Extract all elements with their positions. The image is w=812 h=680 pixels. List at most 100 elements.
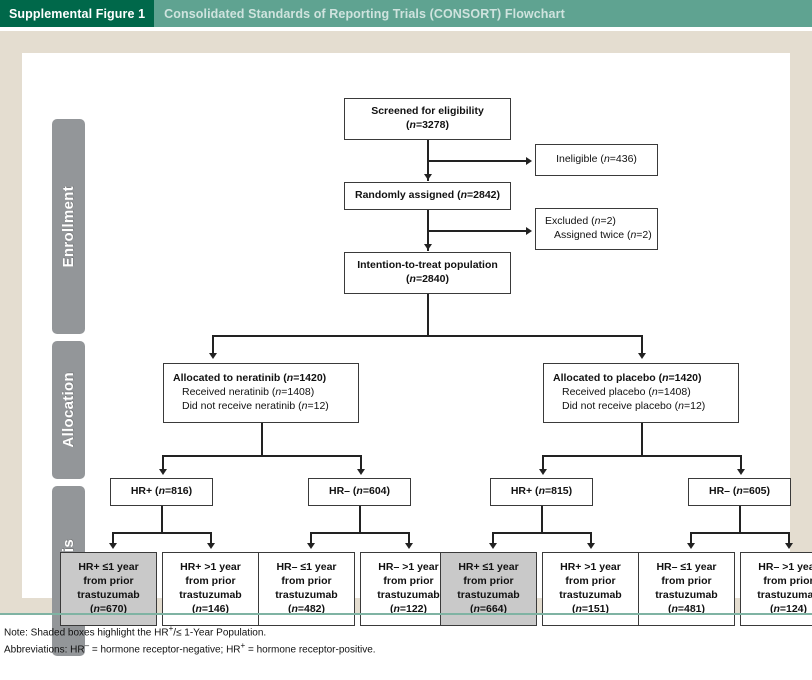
footnote-note: Note: Shaded boxes highlight the HR+/≤ 1…: [4, 623, 794, 640]
analysis-1-line4: (n=146): [191, 602, 230, 615]
connector-placebo-hrneg-drop: [740, 455, 742, 473]
figure-number-label: Supplemental Figure 1: [0, 0, 155, 27]
arrow-to-nhrpos-le1y-icon: [108, 543, 117, 549]
box-excluded: Excluded (n=2) Assigned twice (n=2): [535, 208, 658, 250]
connector-neratinib-hr-span: [162, 455, 361, 457]
connector-phrneg-left-drop: [690, 532, 692, 547]
box-allocated-placebo: Allocated to placebo (n=1420) Received p…: [543, 363, 739, 423]
analysis-1-line1: HR+ >1 year: [180, 561, 241, 574]
arrow-to-phrneg-le1y-icon: [686, 543, 695, 549]
arrow-to-neratinib-hrneg-icon: [356, 469, 365, 475]
box-placebo-hr-negative: HR– (n=605): [688, 478, 791, 506]
box-excluded-line1: Excluded (n=2): [545, 215, 616, 228]
stage-label-allocation: Allocation: [52, 341, 85, 479]
box-placebo-hr-positive-label: HR+ (n=815): [510, 485, 573, 498]
figure-footnotes: Note: Shaded boxes highlight the HR+/≤ 1…: [4, 623, 794, 658]
box-randomly-assigned: Randomly assigned (n=2842): [344, 182, 511, 210]
arrow-to-ineligible-icon: [526, 156, 532, 165]
connector-nhrneg-left-drop: [310, 532, 312, 547]
footnote-abbrev-sup2: +: [240, 641, 246, 651]
arrow-to-neratinib-icon: [208, 353, 217, 359]
footnote-note-sup: +: [168, 624, 174, 633]
analysis-6-line4: (n=481): [667, 602, 706, 615]
box-neratinib-hr-positive: HR+ (n=816): [110, 478, 213, 506]
box-intention-to-treat-population: Intention-to-treat population (n=2840): [344, 252, 511, 294]
arrow-to-neratinib-hrpos-icon: [158, 469, 167, 475]
connector-itt-down: [427, 294, 429, 336]
box-placebo-hr-negative-label: HR– (n=605): [709, 485, 770, 498]
arrow-to-placebo-hrpos-icon: [538, 469, 547, 475]
arrow-to-placebo-icon: [637, 353, 646, 359]
connector-phrpos-span: [492, 532, 591, 534]
connector-phrpos-left-drop: [492, 532, 494, 547]
footnote-abbrev-mid: = hormone receptor-negative; HR: [89, 644, 241, 656]
analysis-0-line1: HR+ ≤1 year: [78, 561, 139, 574]
box-itt-line1: Intention-to-treat population: [357, 259, 498, 272]
arrow-to-phrneg-gt1y-icon: [784, 543, 793, 549]
arrow-to-phrpos-gt1y-icon: [586, 543, 595, 549]
box-neratinib-hr-positive-label: HR+ (n=816): [130, 485, 193, 498]
arrow-to-nhrneg-gt1y-icon: [404, 543, 413, 549]
analysis-7-line4: (n=124): [769, 602, 808, 615]
connector-nhrpos-span: [112, 532, 211, 534]
footnote-note-mid: /≤ 1-Year Population.: [173, 627, 267, 639]
connector-phrpos-right-drop: [590, 532, 592, 547]
analysis-3-line1: HR– >1 year: [378, 561, 439, 574]
analysis-4-line2: from prior: [463, 575, 514, 588]
connector-phrneg-down: [739, 506, 741, 533]
analysis-7-line3: trastuzumab: [757, 589, 812, 601]
box-alloc-neratinib-line3: Did not receive neratinib (n=12): [182, 399, 329, 412]
connector-nhrpos-right-drop: [210, 532, 212, 547]
arrow-to-excluded-icon: [526, 226, 532, 235]
analysis-2-line1: HR– ≤1 year: [276, 561, 337, 574]
connector-neratinib-hrpos-drop: [162, 455, 164, 473]
analysis-7-line2: from prior: [763, 575, 812, 588]
connector-allocation-span: [212, 335, 642, 337]
footnote-abbrev-prefix: Abbreviations: HR: [4, 644, 85, 656]
box-alloc-placebo-line2: Received placebo (n=1408): [562, 386, 691, 399]
analysis-6-line1: HR– ≤1 year: [656, 561, 717, 574]
analysis-2-line2: from prior: [281, 575, 332, 588]
box-alloc-placebo-line1: Allocated to placebo (n=1420): [553, 372, 702, 385]
connector-allocation-right-drop: [641, 335, 643, 357]
figure-panel: Enrollment Allocation Analysis Screened …: [0, 31, 812, 656]
arrow-to-phrpos-le1y-icon: [488, 543, 497, 549]
analysis-6-line2: from prior: [661, 575, 712, 588]
box-alloc-placebo-line3: Did not receive placebo (n=12): [562, 399, 706, 412]
stage-label-enrollment: Enrollment: [52, 119, 85, 334]
box-alloc-neratinib-line1: Allocated to neratinib (n=1420): [173, 372, 327, 385]
connector-phrneg-right-drop: [788, 532, 790, 547]
analysis-5-line4: (n=151): [571, 602, 610, 615]
box-itt-line2: (n=2840): [406, 273, 449, 285]
analysis-5-line1: HR+ >1 year: [560, 561, 621, 574]
analysis-4-line3: trastuzumab: [457, 589, 520, 601]
box-ineligible: Ineligible (n=436): [535, 144, 658, 176]
arrow-to-nhrpos-gt1y-icon: [206, 543, 215, 549]
analysis-5-line3: trastuzumab: [559, 589, 622, 601]
arrow-to-placebo-hrneg-icon: [736, 469, 745, 475]
box-neratinib-hr-negative-label: HR– (n=604): [329, 485, 390, 498]
box-alloc-neratinib-line2: Received neratinib (n=1408): [182, 386, 315, 399]
box-screened-for-eligibility: Screened for eligibility (n=3278): [344, 98, 511, 140]
arrow-to-itt-icon: [423, 244, 432, 250]
analysis-0-line3: trastuzumab: [77, 589, 140, 601]
footnote-abbrev-sup1: –: [84, 641, 90, 651]
connector-placebo-hr-span: [542, 455, 741, 457]
connector-placebo-hrpos-drop: [542, 455, 544, 473]
analysis-0-line2: from prior: [83, 575, 134, 588]
stage-label-enrollment-text: Enrollment: [60, 185, 77, 268]
analysis-4-line4: (n=664): [469, 602, 508, 615]
figure-header-bar: Supplemental Figure 1 Consolidated Stand…: [0, 0, 812, 27]
connector-nhrpos-left-drop: [112, 532, 114, 547]
connector-screened-to-ineligible: [427, 160, 527, 162]
analysis-3-line2: from prior: [383, 575, 434, 588]
arrow-to-nhrneg-le1y-icon: [306, 543, 315, 549]
stage-label-allocation-text: Allocation: [60, 372, 77, 448]
connector-nhrneg-down: [359, 506, 361, 533]
analysis-3-line3: trastuzumab: [377, 589, 440, 601]
box-screened-line2: (n=3278): [406, 119, 449, 131]
connector-placebo-down: [641, 423, 643, 456]
box-excluded-line2: Assigned twice (n=2): [554, 229, 652, 241]
figure-bottom-rule: [0, 613, 812, 615]
analysis-0-line4: (n=670): [89, 602, 128, 615]
